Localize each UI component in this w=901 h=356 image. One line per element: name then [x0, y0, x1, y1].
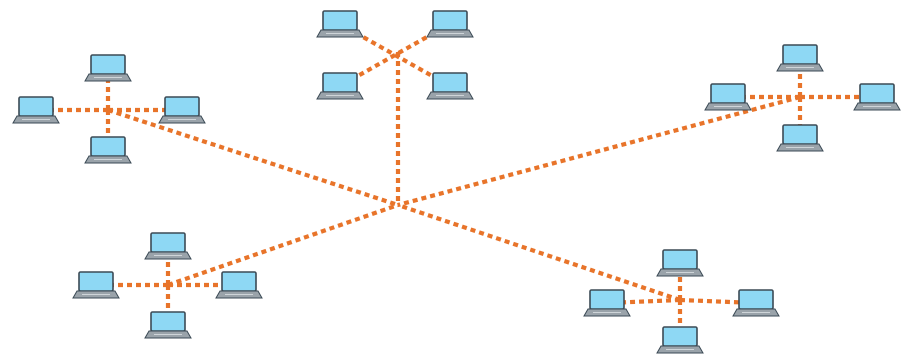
laptop-icon — [583, 289, 631, 317]
laptop-icon — [426, 72, 474, 100]
laptop-icon — [144, 232, 192, 260]
laptop-icon — [316, 10, 364, 38]
laptop-icon — [84, 136, 132, 164]
laptop-icon — [732, 289, 780, 317]
laptop-icon — [144, 311, 192, 339]
laptop-icon — [72, 271, 120, 299]
laptop-icon — [656, 249, 704, 277]
backbone-link-lower-left — [167, 203, 399, 287]
laptop-icon — [426, 10, 474, 38]
laptop-icon — [656, 326, 704, 354]
laptop-icon — [215, 271, 263, 299]
laptop-icon — [316, 72, 364, 100]
laptop-icon — [704, 83, 752, 111]
laptops — [12, 10, 901, 354]
backbone-link-upper-left — [107, 108, 399, 207]
laptop-icon — [12, 96, 60, 124]
cluster-link-lower-right-1 — [606, 297, 681, 306]
backbone-link-right — [397, 94, 801, 208]
laptop-icon — [776, 44, 824, 72]
laptop-icon — [853, 83, 901, 111]
laptop-icon — [84, 54, 132, 82]
laptop-icon — [158, 96, 206, 124]
backbone-link-lower-right — [397, 203, 681, 302]
laptop-icon — [776, 124, 824, 152]
